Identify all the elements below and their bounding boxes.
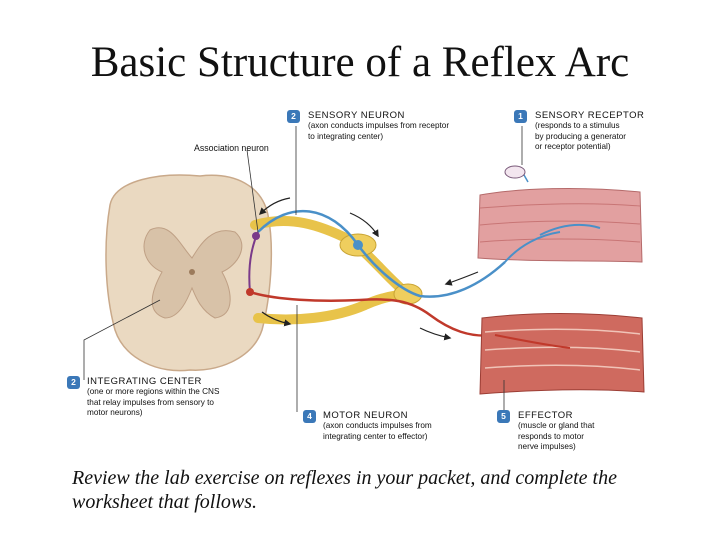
slide-title: Basic Structure of a Reflex Arc — [90, 39, 630, 86]
sensory-neuron-label: SENSORY NEURON (axon conducts impulses f… — [308, 110, 450, 141]
impulse-direction-arrows — [258, 197, 479, 341]
motor-neuron-badge: 4 — [303, 410, 316, 423]
association-neuron-cell — [248, 231, 260, 293]
leader-lines — [83, 126, 523, 412]
motor-neuron-label: MOTOR NEURON (axon conducts impulses fro… — [323, 410, 432, 441]
effector-label: EFFECTOR (muscle or gland that responds … — [518, 410, 595, 451]
motor-neuron-path — [246, 288, 496, 337]
effector-badge: 5 — [497, 410, 510, 423]
sensory-neuron-badge: 2 — [287, 110, 300, 123]
muscle-effector-tissue — [479, 313, 645, 395]
spinal-nerve — [250, 215, 423, 325]
skin-receptor-tissue — [477, 165, 643, 263]
sensory-receptor-badge: 1 — [514, 110, 527, 123]
integrating-center-label: INTEGRATING CENTER (one or more regions … — [87, 376, 220, 417]
integrating-center-badge: 2 — [67, 376, 80, 389]
sensory-neuron-path — [257, 209, 506, 298]
instruction-caption: Review the lab exercise on reflexes in y… — [72, 467, 617, 513]
association-neuron-label: Association neuron — [194, 143, 269, 153]
sensory-receptor-label: SENSORY RECEPTOR (responds to a stimulus… — [535, 110, 645, 151]
spinal-cord — [105, 174, 273, 372]
